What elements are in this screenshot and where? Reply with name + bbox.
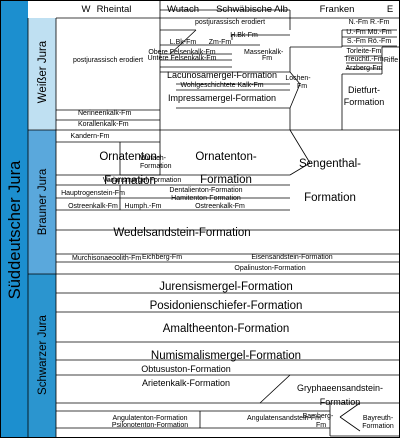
- formation-label: Amaltheenton-Formation: [163, 323, 290, 335]
- formation-label: S.-Fm Rö.-Fm: [347, 38, 391, 45]
- header-region-rheintal: Rheintal: [97, 4, 132, 15]
- formation-label: Numismalismergel-Formation: [151, 350, 301, 362]
- formation-label: U.-Fm Mö.-Fm: [346, 29, 392, 36]
- boundary-line: [179, 29, 197, 46]
- formation-label: Dentalienton-Formation: [169, 187, 242, 194]
- formation-label: Ornatenton-: [99, 151, 161, 163]
- formation-boundaries: [27, 1, 399, 437]
- series-column-weisser-jura: [28, 18, 56, 130]
- formation-label: Variansmergel-Formation: [103, 177, 182, 184]
- formation-label: Posidonienschiefer-Formation: [150, 300, 303, 312]
- formation-label: Untere Felsenkalk-Fm: [148, 55, 217, 62]
- formation-label: Jurensismergel-Formation: [159, 281, 293, 293]
- boundary-line: [339, 402, 361, 418]
- formation-label: Humph.-Fm: [125, 203, 162, 210]
- header-east: E: [387, 4, 393, 15]
- super-label: Süddeutscher Jura: [6, 160, 24, 299]
- boundary-line: [289, 71, 301, 85]
- formation-label: Formation: [362, 423, 394, 430]
- formation-label: Wutach-: [140, 155, 167, 162]
- boundary-line: [289, 129, 311, 164]
- super-column: [1, 1, 28, 437]
- formation-label: Lacunosamergel-Formation: [167, 70, 277, 80]
- formation-label: Fm: [316, 422, 326, 429]
- series-label-brauner-jura: Brauner Jura: [37, 168, 49, 235]
- formation-label: postjurassisch erodiert: [195, 19, 265, 26]
- formation-label: Murchisonaeoolith-Fm: [72, 255, 141, 262]
- formation-label: Bayreuth-: [363, 415, 394, 422]
- formation-label: Wedelsandstein-Formation: [113, 227, 250, 239]
- formation-label: Treuchtl.-Fm: [344, 56, 384, 63]
- formation-label: Formation: [140, 163, 172, 170]
- formation-label: Fm: [297, 83, 307, 90]
- formation-label: Gryphaeensandstein-: [297, 383, 383, 393]
- formation-label: N.-Fm R.-Fm: [349, 19, 390, 26]
- formation-label: Obtususton-Formation: [141, 364, 231, 374]
- header-west: W: [82, 4, 91, 15]
- formation-label: Angulatensandstein-Fm: [247, 415, 321, 422]
- formation-label: Korallenkalk-Fm: [78, 121, 129, 128]
- formation-label: Formation: [200, 174, 252, 186]
- header-region-wutach: Wutach: [167, 4, 199, 15]
- header-region-franken: Franken: [320, 4, 355, 15]
- formation-label: Ostreenkalk-Fm: [195, 203, 245, 210]
- formation-label: Ostreenkalk-Fm: [68, 203, 118, 210]
- formation-label: Riffe: [384, 57, 398, 64]
- formation-label: Arietenkalk-Formation: [142, 378, 230, 388]
- formation-label: Zm-Fm: [209, 39, 232, 46]
- formation-label: Formation: [344, 97, 385, 107]
- formation-label: Hamitenton-Formation: [171, 195, 241, 202]
- boundary-line: [289, 162, 311, 176]
- formation-label: Dietfurt-: [348, 85, 380, 95]
- formation-label: Formation: [320, 397, 361, 407]
- formation-label: Hauptrogenstein-Fm: [61, 190, 125, 197]
- formation-label: postjurassisch erodiert: [73, 57, 143, 64]
- formation-label: Formation: [104, 175, 156, 187]
- series-column-brauner-jura: [28, 130, 56, 274]
- formation-label: Obere Felsenkalk-Fm: [148, 49, 215, 56]
- series-label-weisser-jura: Weißer Jura: [37, 40, 49, 103]
- formation-label: Ornatenton-: [195, 151, 257, 163]
- series-label-schwarzer-jura: Schwarzer Jura: [37, 314, 49, 394]
- formation-label: Bamberg-: [303, 413, 334, 420]
- formation-label: Wohlgeschichtete Kalk-Fm: [180, 82, 263, 89]
- formation-label: Eisensandstein-Formation: [251, 254, 332, 261]
- formation-label: Formation: [304, 192, 356, 204]
- formation-label: Lochen-: [285, 75, 311, 82]
- formation-label: Massenkalk-: [244, 49, 284, 56]
- formation-label: H.Bk-Fm: [230, 32, 258, 39]
- formation-label: Sengenthal-: [299, 158, 361, 170]
- formation-label: Torleite-Fm: [346, 48, 381, 55]
- boundary-line: [169, 44, 181, 55]
- formation-label: Psilonotenton-Formation: [112, 422, 188, 429]
- formation-label: Nerineenkalk-Fm: [78, 110, 131, 117]
- formation-label: Fm: [262, 55, 272, 62]
- boundary-line: [259, 374, 291, 404]
- formation-label: Angulatenton-Formation: [112, 415, 187, 422]
- formation-label: Kandern-Fm: [71, 133, 110, 140]
- formation-label: Impressamergel-Formation: [168, 93, 276, 103]
- series-column-schwarzer-jura: [28, 274, 56, 437]
- formation-label: Arzberg-Fm: [346, 65, 383, 72]
- formation-label: Opalinuston-Formation: [234, 265, 305, 272]
- boundary-line: [289, 83, 301, 109]
- header-region-schwaebische-alb: Schwäbische Alb: [216, 4, 288, 15]
- boundary-line: [339, 416, 361, 432]
- formation-label: L.Bk-Fm: [170, 39, 197, 46]
- formation-label: Eichberg-Fm: [142, 254, 182, 261]
